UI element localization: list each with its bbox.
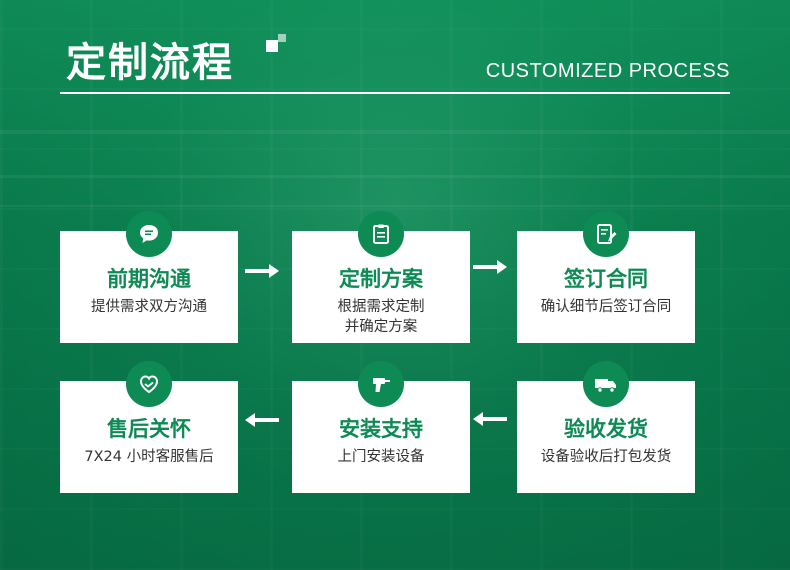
step-name: 售后关怀: [107, 417, 191, 441]
background-beam: [0, 175, 790, 178]
step-description: 确认细节后签订合同: [540, 299, 672, 315]
step-name: 验收发货: [564, 417, 648, 441]
step-name: 安装支持: [339, 417, 423, 441]
chat-bubble-icon: [126, 211, 172, 257]
arrow-right-icon: [245, 264, 279, 278]
title-decoration-icon: [266, 34, 286, 54]
step-name: 定制方案: [339, 267, 423, 291]
step-card-plan: 定制方案 根据需求定制 并确定方案: [292, 211, 470, 343]
background-beam: [0, 205, 790, 207]
step-description: 上门安装设备: [337, 449, 425, 465]
step-description: 提供需求双方沟通: [91, 299, 207, 315]
header-divider: [60, 92, 730, 94]
delivery-truck-icon: [583, 361, 629, 407]
clipboard-icon: [358, 211, 404, 257]
step-card-delivery: 验收发货 设备验收后打包发货: [517, 361, 695, 493]
step-name: 前期沟通: [107, 267, 191, 291]
step-description: 根据需求定制 并确定方案: [298, 297, 464, 337]
step-card-aftercare: 售后关怀 7X24 小时客服售后: [60, 361, 238, 493]
step-name: 签订合同: [564, 267, 648, 291]
step-description-line: 根据需求定制: [337, 299, 425, 315]
step-description-line: 并确定方案: [344, 319, 418, 335]
background-beam: [0, 130, 790, 134]
page-subtitle: CUSTOMIZED PROCESS: [485, 60, 730, 82]
header: 定制流程 CUSTOMIZED PROCESS: [0, 0, 790, 100]
step-card-consult: 前期沟通 提供需求双方沟通: [60, 211, 238, 343]
drill-tool-icon: [358, 361, 404, 407]
step-card-contract: 签订合同 确认细节后签订合同: [517, 211, 695, 343]
page-title: 定制流程: [66, 40, 234, 86]
arrow-left-icon: [245, 413, 279, 427]
step-description: 设备验收后打包发货: [540, 449, 672, 465]
heart-hand-icon: [126, 361, 172, 407]
step-description: 7X24 小时客服售后: [84, 449, 214, 465]
arrow-right-icon: [473, 260, 507, 274]
step-card-install: 安装支持 上门安装设备: [292, 361, 470, 493]
contract-sign-icon: [583, 211, 629, 257]
arrow-left-icon: [473, 412, 507, 426]
